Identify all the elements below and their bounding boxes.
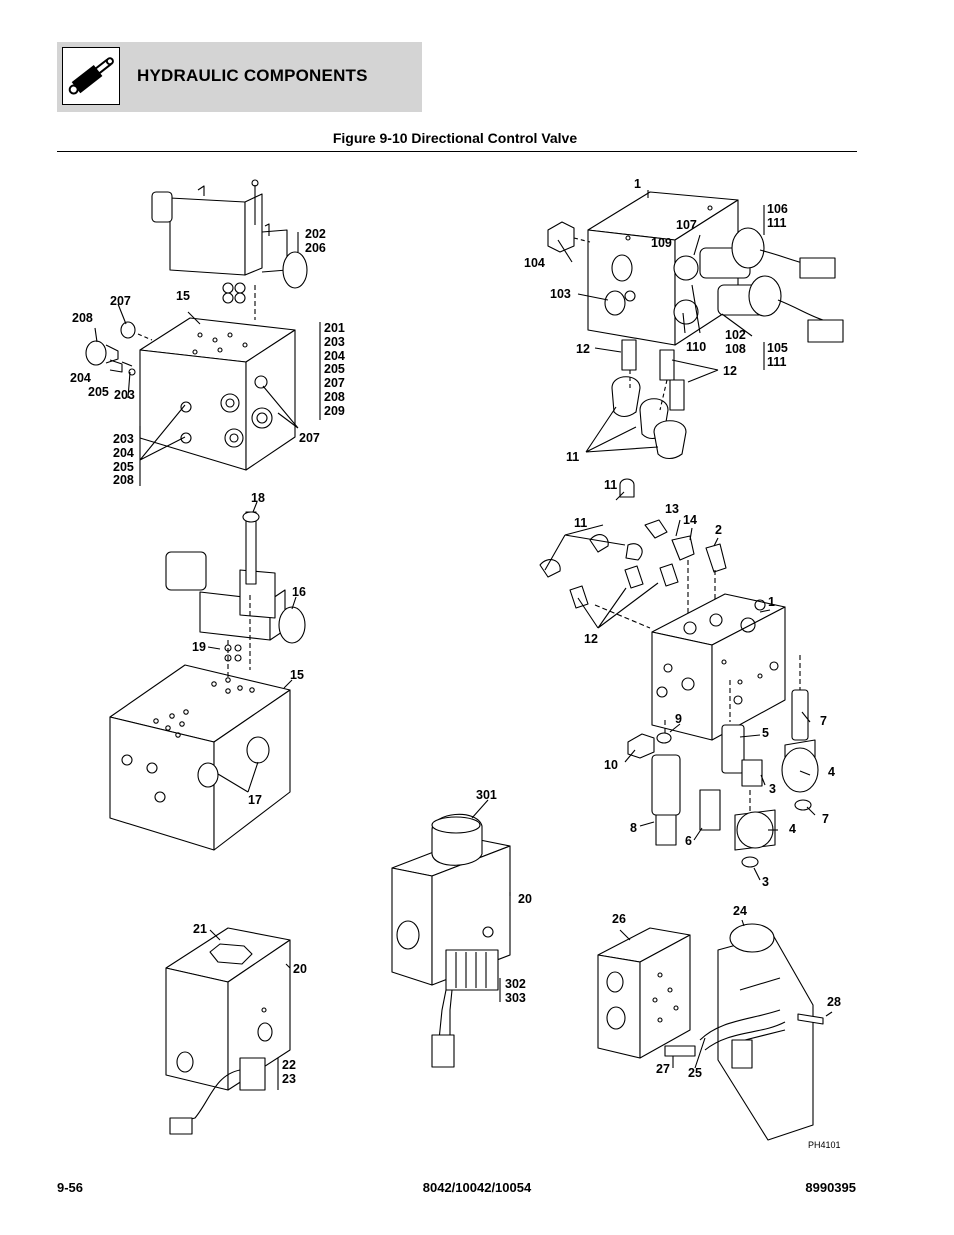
callout-3: 3: [769, 782, 776, 796]
callout-9: 9: [675, 712, 682, 726]
callout-17: 17: [248, 793, 262, 807]
callout-15: 15: [176, 289, 190, 303]
callout-10: 10: [604, 758, 618, 772]
callout-204: 204: [70, 371, 91, 385]
callout-105-111: 105 111: [767, 341, 788, 369]
manual-part-number: 8990395: [805, 1180, 856, 1195]
callout-11b: 11: [604, 478, 618, 492]
callout-20b: 20: [518, 892, 532, 906]
callout-7: 7: [820, 714, 827, 728]
callout-24: 24: [733, 904, 747, 918]
valve-block-assembly-d: [391, 799, 511, 1068]
callout-1: 1: [634, 177, 641, 191]
callout-102-108: 102 108: [725, 328, 746, 356]
callout-14: 14: [683, 513, 697, 527]
callout-1b: 1: [768, 595, 775, 609]
callout-18: 18: [251, 491, 265, 505]
callout-3b: 3: [762, 875, 769, 889]
callout-104: 104: [524, 256, 545, 270]
callout-110: 110: [686, 340, 707, 354]
callout-4: 4: [828, 765, 835, 779]
callout-207: 207: [110, 294, 131, 308]
header-rule: [57, 151, 857, 152]
callout-13: 13: [665, 502, 679, 516]
manifold-assembly-g: [597, 919, 833, 1141]
callout-22-23: 22 23: [282, 1058, 296, 1086]
page-number: 9-56: [57, 1180, 84, 1195]
drawing-id: PH4101: [808, 1140, 841, 1150]
callout-109: 109: [651, 236, 672, 250]
callout-19: 19: [192, 640, 206, 654]
callout-11c: 11: [574, 516, 588, 530]
callout-103: 103: [550, 287, 571, 301]
callout-2: 2: [715, 523, 722, 537]
callout-11: 11: [566, 450, 580, 464]
callout-203: 203: [114, 388, 135, 402]
callout-302-303: 302 303: [505, 977, 526, 1005]
callout-12: 12: [576, 342, 590, 356]
callout-20: 20: [293, 962, 307, 976]
callout-107: 107: [676, 218, 697, 232]
callout-16: 16: [292, 585, 306, 599]
callout-21: 21: [193, 922, 207, 936]
hydraulic-cylinder-icon: [62, 47, 120, 105]
callout-15b: 15: [290, 668, 304, 682]
callout-27: 27: [656, 1062, 670, 1076]
valve-block-assembly-b: [109, 501, 306, 851]
callout-208: 208: [72, 311, 93, 325]
callout-4b: 4: [789, 822, 796, 836]
callout-203-208: 203 204 205 208: [113, 432, 134, 488]
callout-8: 8: [630, 821, 637, 835]
figure-title: Figure 9-10 Directional Control Valve: [332, 130, 578, 146]
manifold-assembly-e: [547, 190, 844, 460]
model-numbers: 8042/10042/10054: [422, 1180, 532, 1195]
manifold-assembly-f: [539, 478, 819, 881]
section-title: HYDRAULIC COMPONENTS: [137, 66, 368, 85]
callout-5: 5: [762, 726, 769, 740]
callout-12b: 12: [723, 364, 737, 378]
callout-205: 205: [88, 385, 109, 399]
callout-6: 6: [685, 834, 692, 848]
callout-7b: 7: [822, 812, 829, 826]
callout-207b: 207: [299, 431, 320, 445]
callout-202-206: 202 206: [305, 227, 326, 255]
callout-301: 301: [476, 788, 497, 802]
callout-12c: 12: [584, 632, 598, 646]
callout-26: 26: [612, 912, 626, 926]
callout-28: 28: [827, 995, 841, 1009]
callout-106-111: 106 111: [767, 202, 788, 230]
callout-25: 25: [688, 1066, 702, 1080]
valve-block-assembly-c: [165, 927, 291, 1135]
callout-201-209: 201 203 204 205 207 208 209: [324, 321, 345, 418]
valve-block-assembly-a: [85, 179, 321, 486]
